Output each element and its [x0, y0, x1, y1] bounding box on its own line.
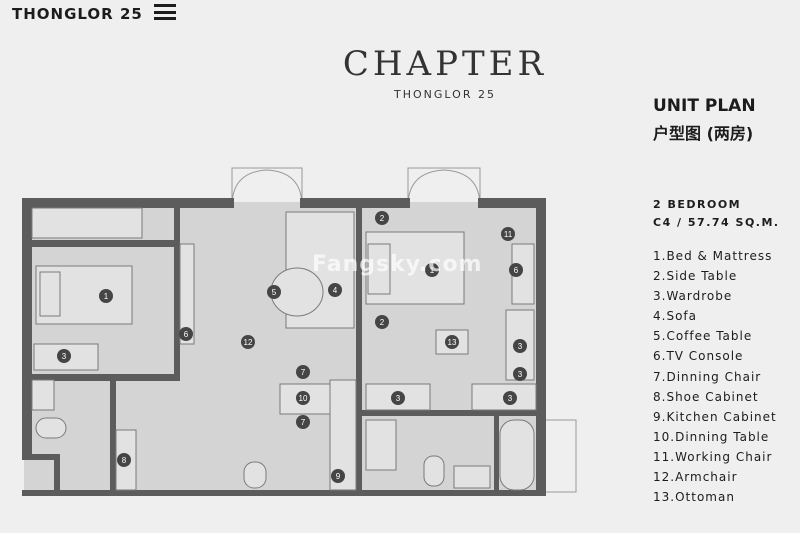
legend-item: 1.Bed & Mattress: [653, 249, 773, 263]
marker: 3: [513, 339, 527, 353]
logo-subtitle: THONGLOR 25: [394, 88, 496, 101]
svg-text:2: 2: [380, 214, 385, 223]
furniture-legend: 1.Bed & Mattress 2.Side Table 3.Wardrobe…: [653, 246, 777, 507]
legend-item: 8.Shoe Cabinet: [653, 389, 759, 404]
marker: 13: [445, 335, 459, 349]
svg-text:4: 4: [333, 286, 338, 295]
unit-plan-subtitle: 户型图 (两房): [653, 124, 754, 143]
marker: 2: [375, 315, 389, 329]
svg-text:3: 3: [508, 394, 513, 403]
legend-item: 2.Side Table: [653, 269, 738, 284]
svg-text:8: 8: [122, 456, 127, 465]
watermark: Fangsky.com: [312, 252, 483, 277]
svg-text:7: 7: [301, 368, 306, 377]
unit-type: 2 BEDROOM: [653, 198, 742, 211]
svg-text:3: 3: [518, 370, 523, 379]
marker: 3: [57, 349, 71, 363]
legend-item: 12.Armchair: [653, 470, 738, 485]
svg-text:10: 10: [299, 394, 308, 403]
marker: 3: [503, 391, 517, 405]
marker: 3: [391, 391, 405, 405]
marker: 6: [509, 263, 523, 277]
walls: [22, 198, 546, 496]
svg-text:1: 1: [104, 292, 109, 301]
svg-text:3: 3: [62, 352, 67, 361]
legend-item: 10.Dinning Table: [653, 429, 770, 444]
svg-text:1: 1: [430, 266, 435, 275]
legend-item: 6.TV Console: [653, 349, 744, 364]
chapter-logo: CHAPTER: [342, 44, 548, 84]
menu-bars-icon[interactable]: [154, 4, 176, 20]
marker: 3: [513, 367, 527, 381]
svg-text:6: 6: [184, 330, 189, 339]
svg-text:3: 3: [518, 342, 523, 351]
marker: 7: [296, 415, 310, 429]
marker: 8: [117, 453, 131, 467]
legend-item: 9.Kitchen Cabinet: [653, 409, 777, 424]
svg-text:9: 9: [336, 472, 341, 481]
furniture-markers: 1 2 2 3 3 3 3 3 4 5 6 6 7 7 8 9 10 11 12…: [57, 211, 527, 483]
svg-text:7: 7: [301, 418, 306, 427]
svg-text:2: 2: [380, 318, 385, 327]
marker: 2: [375, 211, 389, 225]
legend-item: 5.Coffee Table: [653, 329, 753, 344]
marker: 1: [99, 289, 113, 303]
marker: 10: [296, 391, 310, 405]
marker: 7: [296, 365, 310, 379]
legend-item: 11.Working Chair: [653, 449, 773, 464]
bathtub: [499, 419, 535, 491]
svg-text:12: 12: [244, 338, 253, 347]
legend-item: 13.Ottoman: [653, 490, 735, 505]
legend-item: 7.Dinning Chair: [653, 369, 762, 384]
marker: 9: [331, 469, 345, 483]
svg-text:13: 13: [448, 338, 457, 347]
brand-title: THONGLOR 25: [12, 5, 143, 23]
svg-text:11: 11: [504, 230, 513, 239]
unit-size: C4 / 57.74 SQ.M.: [653, 216, 780, 229]
marker: 12: [241, 335, 255, 349]
svg-text:6: 6: [514, 266, 519, 275]
marker: 11: [501, 227, 515, 241]
marker: 1: [425, 263, 439, 277]
svg-text:5: 5: [272, 288, 277, 297]
marker: 5: [267, 285, 281, 299]
unit-plan-title: UNIT PLAN: [653, 96, 756, 116]
legend-item: 3.Wardrobe: [653, 289, 733, 304]
marker: 6: [179, 327, 193, 341]
legend-item: 4.Sofa: [653, 309, 697, 324]
marker: 4: [328, 283, 342, 297]
unit-spec: 2 BEDROOM C4 / 57.74 SQ.M.: [653, 196, 780, 232]
svg-text:3: 3: [396, 394, 401, 403]
